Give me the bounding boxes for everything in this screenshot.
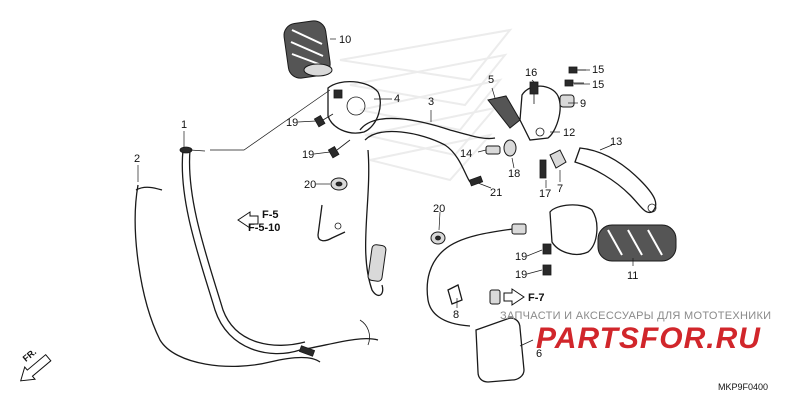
watermark-text: ЗАПЧАСТИ И АКСЕССУАРЫ ДЛЯ МОТОТЕХНИКИ bbox=[500, 310, 771, 322]
reference-f510-label: F-5-10 bbox=[248, 222, 280, 234]
callout-17: 17 bbox=[539, 188, 551, 200]
brake-lever-part-13 bbox=[574, 147, 657, 214]
callout-19-d: 19 bbox=[515, 269, 527, 281]
bracket-f5 bbox=[317, 204, 346, 242]
bolt-part-19-upper bbox=[313, 113, 334, 128]
clutch-cable-part-2 bbox=[134, 184, 370, 367]
harness-part-8 bbox=[426, 223, 527, 327]
callout-7: 7 bbox=[557, 183, 563, 195]
callout-21: 21 bbox=[490, 187, 502, 199]
bolt-part-21 bbox=[468, 175, 484, 187]
callout-19-c: 19 bbox=[515, 251, 527, 263]
connector-f7 bbox=[489, 289, 501, 305]
callout-19-a: 19 bbox=[286, 117, 298, 129]
callout-2: 2 bbox=[134, 153, 140, 165]
callout-3: 3 bbox=[428, 96, 434, 108]
callout-10: 10 bbox=[339, 34, 351, 46]
right-grip-part-11 bbox=[597, 224, 677, 262]
callout-labels: 1 2 3 4 5 6 7 8 9 10 11 12 13 14 15 15 1… bbox=[134, 34, 638, 360]
reference-f5-label: F-5 bbox=[262, 209, 279, 221]
background-wing-emblem bbox=[339, 28, 513, 182]
callout-9: 9 bbox=[580, 98, 586, 110]
callout-1: 1 bbox=[181, 119, 187, 131]
pivot-bolt-part-16 bbox=[529, 81, 539, 104]
callout-19-b: 19 bbox=[302, 149, 314, 161]
bolt-part-19-right-lower bbox=[542, 264, 552, 276]
callout-14: 14 bbox=[460, 148, 472, 160]
switch-part-9 bbox=[559, 94, 575, 108]
callout-20-a: 20 bbox=[304, 179, 316, 191]
throttle-cable-part-1 bbox=[179, 146, 379, 355]
diagram-code: MKP9F0400 bbox=[718, 382, 768, 392]
leader-lines bbox=[137, 38, 634, 347]
control-module-part-6 bbox=[475, 317, 525, 383]
adjuster-part-14 bbox=[485, 145, 501, 155]
callout-20-b: 20 bbox=[433, 203, 445, 215]
front-direction-label: FR. bbox=[21, 347, 39, 364]
reference-f7[interactable]: F-7 bbox=[503, 288, 545, 306]
lever-cover-part-5 bbox=[487, 95, 521, 129]
bolt-part-19-lower bbox=[327, 139, 351, 159]
reference-f7-label: F-7 bbox=[528, 292, 545, 304]
grommet-part-20-upper bbox=[330, 177, 348, 191]
callout-8: 8 bbox=[453, 309, 459, 321]
switch-part-7 bbox=[549, 149, 567, 169]
right-switch-housing bbox=[549, 204, 598, 256]
screw-part-15-b bbox=[564, 79, 584, 87]
watermark-logo: PARTSFOR.RU bbox=[536, 322, 761, 355]
bolt-part-17 bbox=[539, 159, 547, 179]
callout-5: 5 bbox=[488, 74, 494, 86]
callout-15-b: 15 bbox=[592, 79, 604, 91]
callout-13: 13 bbox=[610, 136, 622, 148]
callout-16: 16 bbox=[525, 67, 537, 79]
throttle-grip-part-10 bbox=[283, 20, 333, 79]
cable-part-3 bbox=[359, 117, 496, 297]
watermark: ЗАПЧАСТИ И АКСЕССУАРЫ ДЛЯ МОТОТЕХНИКИ PA… bbox=[500, 310, 771, 355]
callout-11: 11 bbox=[627, 270, 638, 282]
callout-4: 4 bbox=[394, 93, 400, 105]
nut-part-18 bbox=[503, 139, 517, 157]
grommet-part-20-lower bbox=[430, 231, 446, 245]
callout-6: 6 bbox=[536, 348, 542, 360]
callout-12: 12 bbox=[563, 127, 575, 139]
throttle-housing-part-4 bbox=[327, 81, 381, 134]
callout-15-a: 15 bbox=[592, 64, 604, 76]
callout-18: 18 bbox=[508, 168, 520, 180]
bolt-part-19-right-upper bbox=[542, 243, 552, 255]
reference-f5[interactable]: F-5 F-5-10 bbox=[237, 209, 280, 234]
front-direction-arrow: FR. bbox=[19, 347, 52, 382]
